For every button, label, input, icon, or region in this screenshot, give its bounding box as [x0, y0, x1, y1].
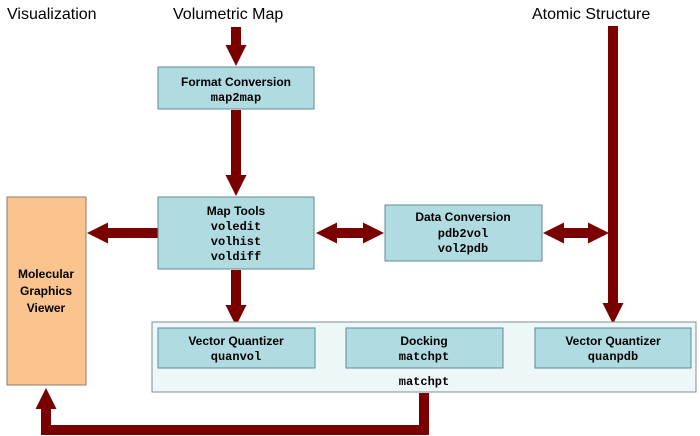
arrows: [35, 26, 624, 435]
voledit-tool: voledit: [211, 220, 261, 234]
viewer-line-1: Molecular: [18, 267, 74, 281]
atomic-structure-label: Atomic Structure: [532, 6, 650, 23]
map-tools-title: Map Tools: [207, 204, 266, 218]
visualization-label: Visualization: [7, 6, 97, 23]
docking-title: Docking: [400, 334, 447, 348]
vq-right-title: Vector Quantizer: [565, 334, 661, 348]
volhist-tool: volhist: [211, 235, 261, 249]
vol2pdb-tool: vol2pdb: [438, 242, 488, 256]
voldiff-tool: voldiff: [211, 250, 261, 264]
vector-quantizer-quanpdb-box[interactable]: [534, 327, 692, 369]
map2map-tool: map2map: [211, 91, 261, 105]
quanpdb-tool: quanpdb: [588, 350, 638, 364]
molecular-graphics-viewer-box[interactable]: [6, 196, 87, 386]
matchpt-tool: matchpt: [399, 350, 449, 364]
data-conversion-box[interactable]: [384, 204, 543, 262]
format-conversion-box[interactable]: [157, 66, 315, 110]
pdb2vol-tool: pdb2vol: [438, 227, 488, 241]
vq-left-title: Vector Quantizer: [188, 334, 284, 348]
vector-quantizer-quanvol-box[interactable]: [157, 327, 316, 369]
quanvol-tool: quanvol: [211, 350, 261, 364]
docking-box[interactable]: [345, 327, 504, 369]
viewer-line-3: Viewer: [27, 301, 66, 315]
matchpt-group-label: matchpt: [399, 375, 449, 389]
map-tools-box[interactable]: [157, 196, 315, 270]
format-conversion-title: Format Conversion: [181, 75, 291, 89]
volumetric-map-label: Volumetric Map: [173, 6, 283, 23]
viewer-line-2: Graphics: [20, 284, 72, 298]
arrow-matchpt-to-viewer: [35, 388, 429, 435]
data-conversion-title: Data Conversion: [415, 210, 510, 224]
